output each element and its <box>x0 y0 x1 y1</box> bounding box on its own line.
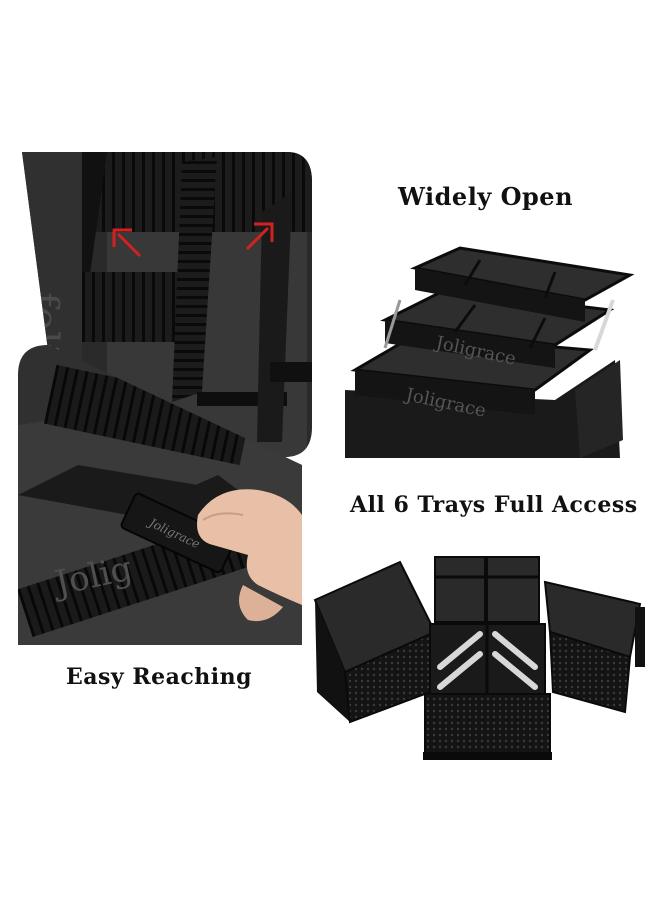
trays-extended-illustration: Joligrace Joligrace <box>345 240 643 458</box>
caption-widely-open: Widely Open <box>398 182 574 211</box>
hand-divider-illustration: Jolig Joligrace <box>18 345 302 645</box>
hinge-arms <box>437 631 538 690</box>
red-arrow-left-icon <box>112 228 142 258</box>
photo-hand-divider: Jolig Joligrace <box>18 345 302 645</box>
case-open-illustration <box>313 556 645 760</box>
caption-all-trays: All 6 Trays Full Access <box>350 492 638 518</box>
photo-trays-extended: Joligrace Joligrace <box>345 240 643 458</box>
red-arrow-right-icon <box>245 222 274 251</box>
photo-case-open <box>305 552 655 764</box>
caption-easy-reaching: Easy Reaching <box>66 664 253 690</box>
